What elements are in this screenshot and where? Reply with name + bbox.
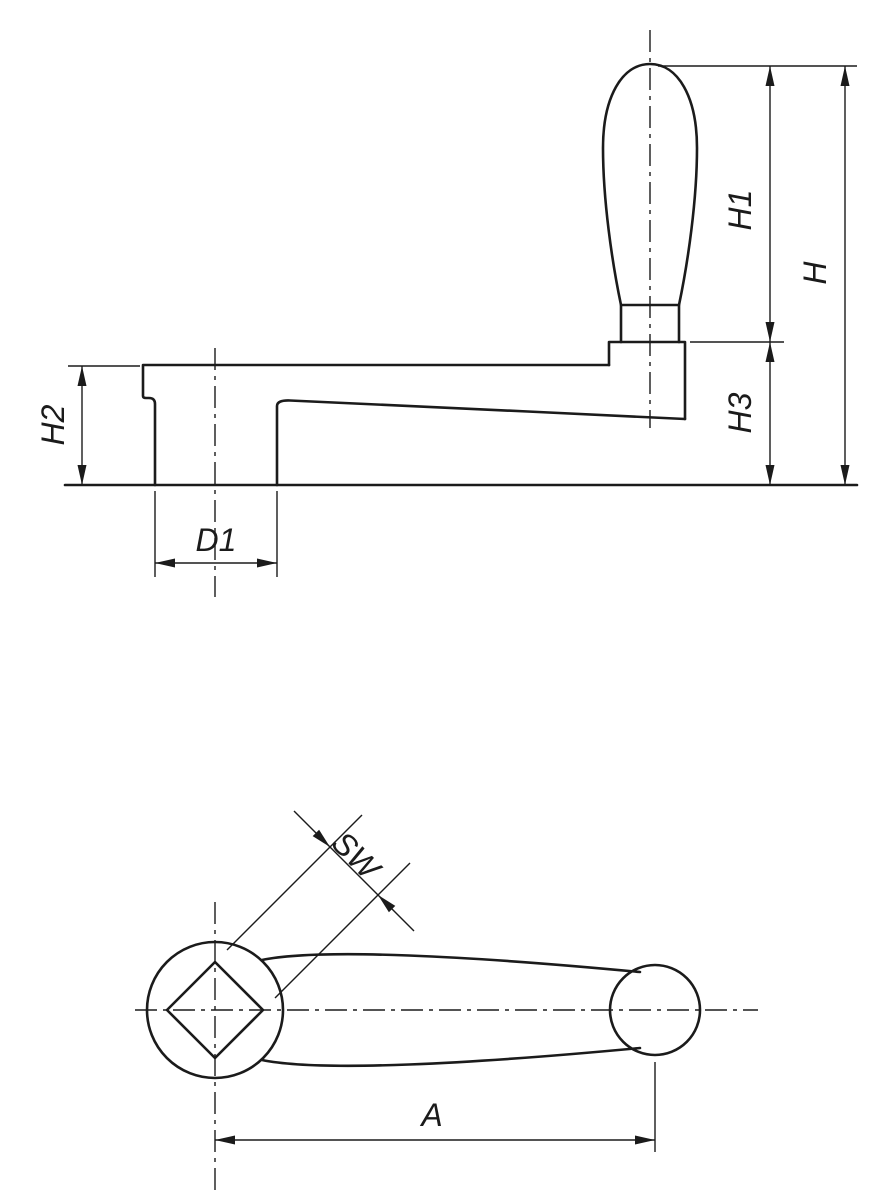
- dimension-h2: H2: [35, 365, 140, 485]
- sw-dimension-line: [293, 810, 415, 932]
- arm-left-profile: [141, 363, 611, 487]
- hub-circle: [145, 940, 285, 1080]
- d1-arrow-left: [155, 558, 175, 568]
- a-label: A: [419, 1097, 442, 1133]
- h1-arrow-up: [765, 66, 775, 86]
- arm-bottom-edge-plan: [260, 1046, 642, 1068]
- arm-top-edge-plan: [260, 952, 642, 974]
- sw-extension-line-1: [226, 814, 363, 951]
- arm-right-block: [607, 340, 687, 421]
- dimension-sw: SW: [226, 810, 415, 999]
- h2-arrow-up: [77, 366, 87, 386]
- h1-arrow-down: [765, 322, 775, 342]
- dimension-h1-h3: H1 H3: [722, 66, 775, 485]
- h-arrow-down: [840, 465, 850, 485]
- d1-arrow-right: [257, 558, 277, 568]
- sw-label: SW: [325, 824, 389, 888]
- knob-circle: [608, 963, 702, 1057]
- grip-collar: [619, 303, 681, 344]
- a-arrow-left: [215, 1135, 235, 1145]
- h2-arrow-down: [77, 465, 87, 485]
- dimension-a: A: [215, 1062, 656, 1152]
- d1-label: D1: [196, 522, 237, 558]
- dimension-h: H: [797, 66, 850, 485]
- h3-label: H3: [722, 392, 758, 433]
- a-arrow-right: [635, 1135, 655, 1145]
- sw-extension-line-2: [274, 862, 411, 999]
- square-hole: [165, 960, 265, 1060]
- h-arrow-up: [840, 66, 850, 86]
- sw-arrow-lower: [378, 895, 396, 913]
- side-view: H2 H1 H3 H: [35, 30, 859, 597]
- dimension-d1: D1: [154, 491, 278, 577]
- h3-arrow-up: [765, 342, 775, 362]
- arm-bottom-edge: [275, 399, 687, 487]
- h-label: H: [797, 261, 833, 285]
- h2-label: H2: [35, 404, 71, 445]
- h3-arrow-down: [765, 465, 775, 485]
- sw-arrow-upper: [312, 829, 330, 847]
- h1-label: H1: [722, 190, 758, 231]
- plan-view: SW A: [135, 810, 758, 1192]
- grip-outline: [601, 62, 699, 307]
